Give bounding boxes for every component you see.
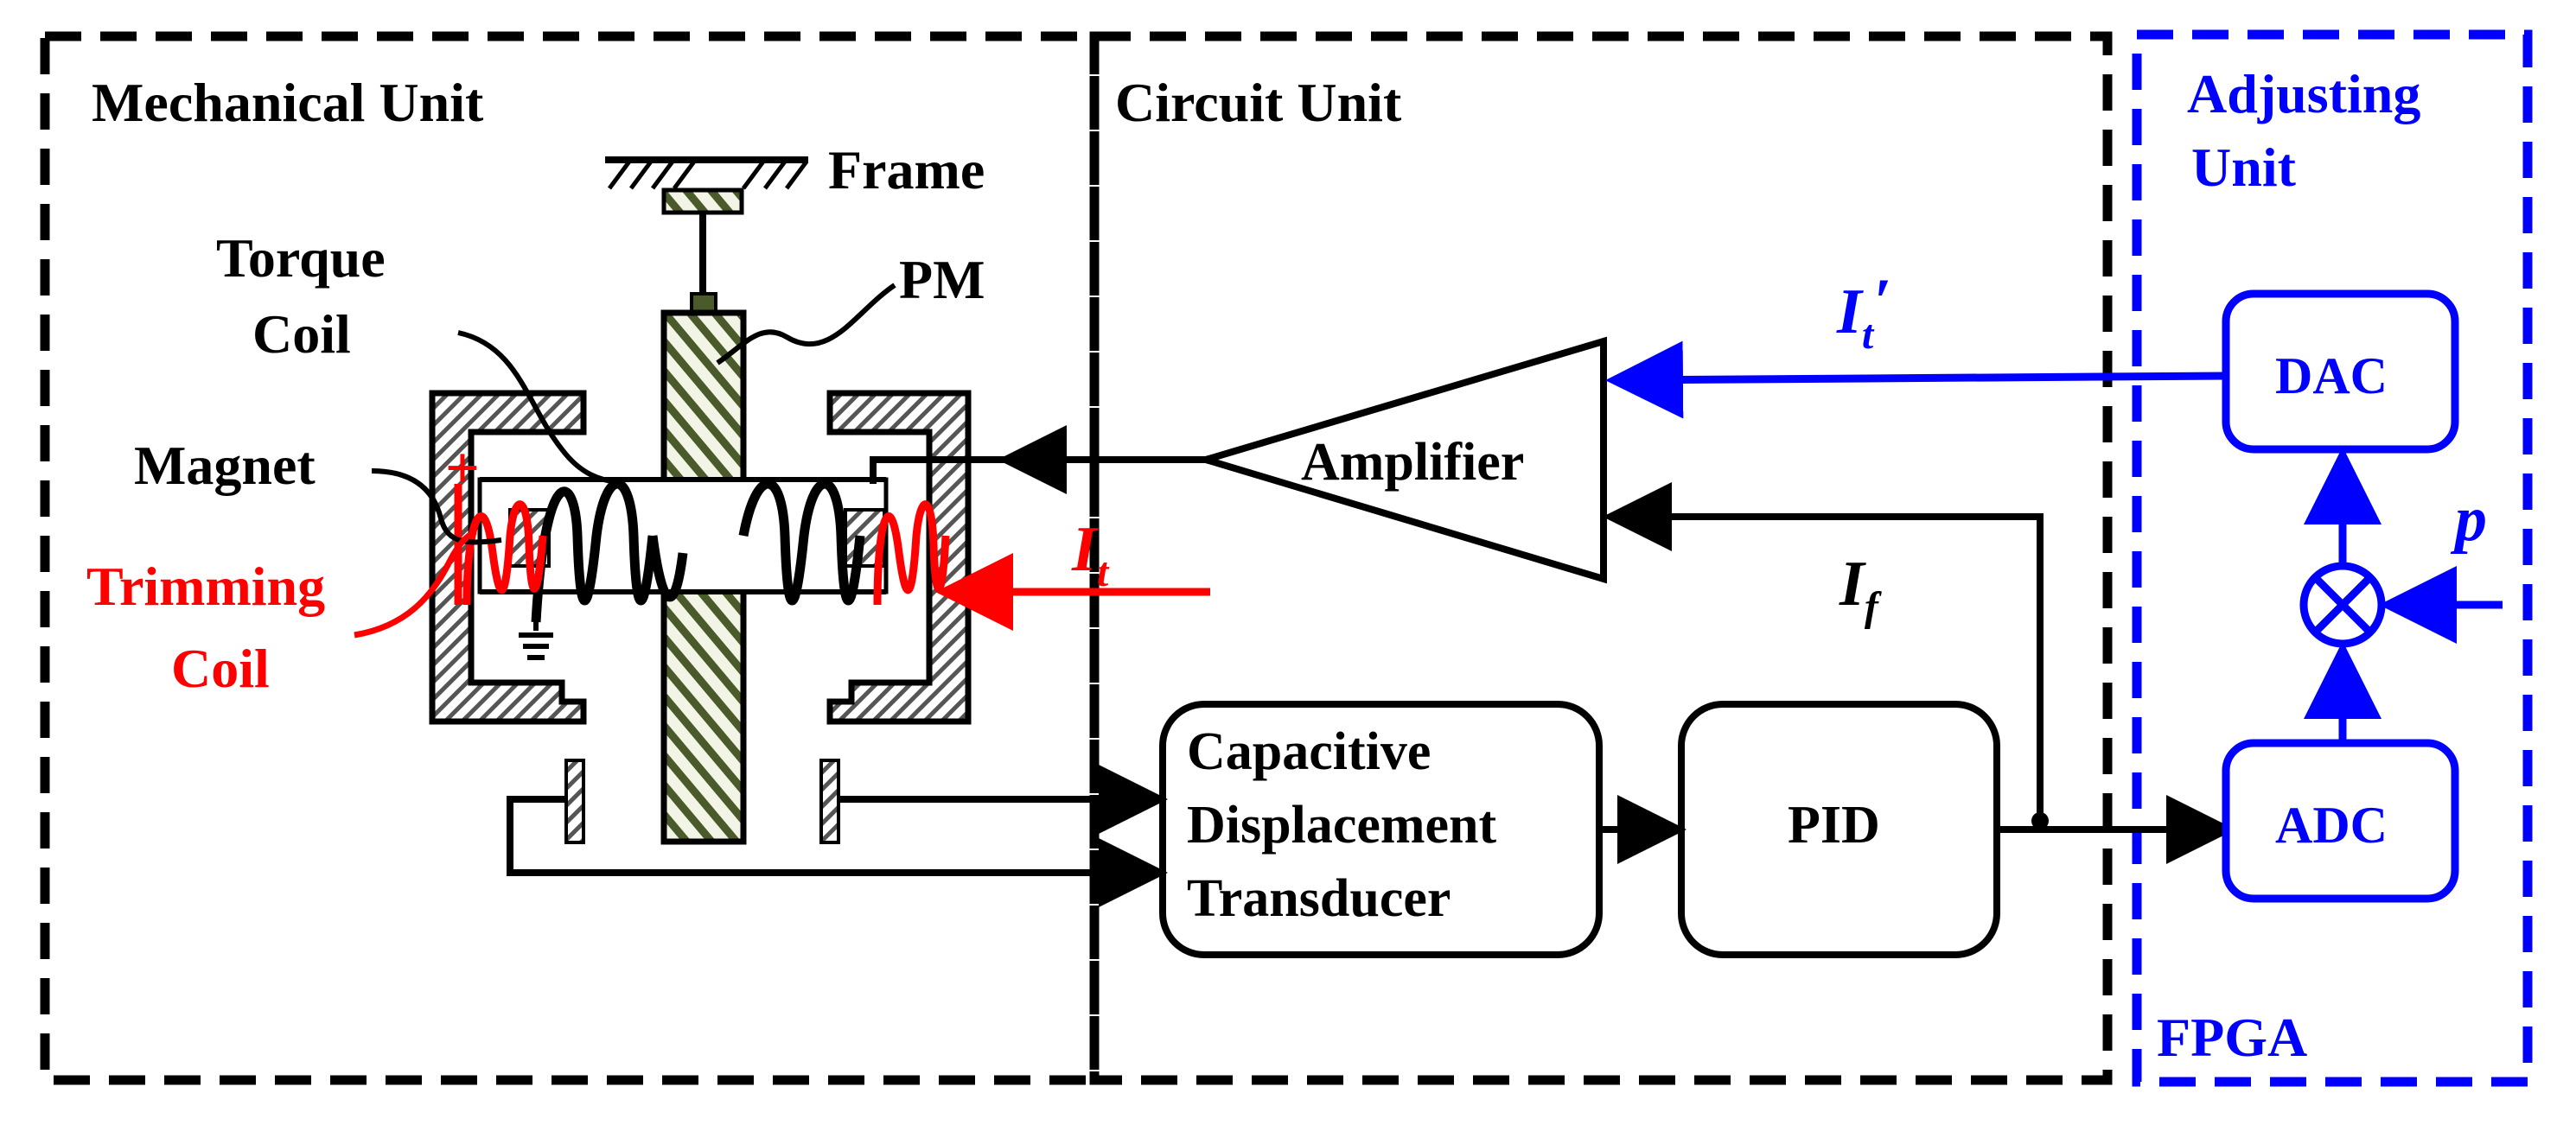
right-magnet-yoke xyxy=(826,390,972,725)
adjusting-unit-label-line2: Unit xyxy=(2191,137,2297,198)
right-capacitor-plate xyxy=(819,759,840,844)
adjusting-unit-label-line1: Adjusting xyxy=(2187,63,2420,124)
trimming-coil-label-line2: Coil xyxy=(171,638,270,699)
trimming-coil-label-line1: Trimming xyxy=(86,556,325,617)
left-magnet-yoke xyxy=(429,390,587,725)
if-label: If xyxy=(1839,549,1882,630)
p-label: p xyxy=(2450,484,2487,555)
fpga-label: FPGA xyxy=(2157,1007,2307,1068)
magnet-label: Magnet xyxy=(134,435,316,496)
wire-amplifier-to-torque-coil xyxy=(870,456,1206,484)
adjusting-unit-border xyxy=(2132,29,2533,1087)
frame-hatch-icon xyxy=(605,156,809,215)
pm-leader xyxy=(716,283,896,365)
circuit-unit-border xyxy=(1089,31,2113,1085)
trimming-coil-plus: + xyxy=(445,435,480,502)
torque-coil-right xyxy=(738,479,865,606)
multiplier-circle-icon xyxy=(2299,562,2386,648)
transducer-label-line3: Transducer xyxy=(1187,869,1451,928)
transducer-label-line2: Displacement xyxy=(1187,796,1497,855)
transducer-label-line1: Capacitive xyxy=(1187,722,1431,781)
pm-label: PM xyxy=(899,249,985,310)
frame-label: Frame xyxy=(828,139,985,200)
mechanical-unit-label: Mechanical Unit xyxy=(92,72,484,133)
ground-icon xyxy=(519,605,553,660)
mechanical-unit-border xyxy=(40,31,1100,1085)
it-label: It xyxy=(1071,514,1110,595)
dac-label: DAC xyxy=(2275,347,2388,404)
torque-coil-label-line2: Coil xyxy=(252,303,351,365)
pid-label: PID xyxy=(1788,796,1880,855)
magnet-leader xyxy=(371,468,502,545)
wire-if-to-amplifier xyxy=(1603,482,2044,821)
wire-dac-to-amplifier xyxy=(1605,340,2227,419)
torque-coil-left xyxy=(531,479,658,623)
amplifier-label: Amplifier xyxy=(1301,433,1524,492)
adc-label: ADC xyxy=(2275,797,2388,854)
it-prime-label: It′ xyxy=(1836,266,1891,358)
circuit-unit-label: Circuit Unit xyxy=(1115,72,1402,133)
amplifier-block xyxy=(1194,336,1607,584)
wire-left-plate-to-transducer xyxy=(507,796,1168,907)
torque-coil-leader xyxy=(457,330,624,486)
torque-coil-label-line1: Torque xyxy=(216,227,386,289)
trimming-coil-leader xyxy=(354,528,477,639)
left-capacitor-plate xyxy=(564,759,585,844)
